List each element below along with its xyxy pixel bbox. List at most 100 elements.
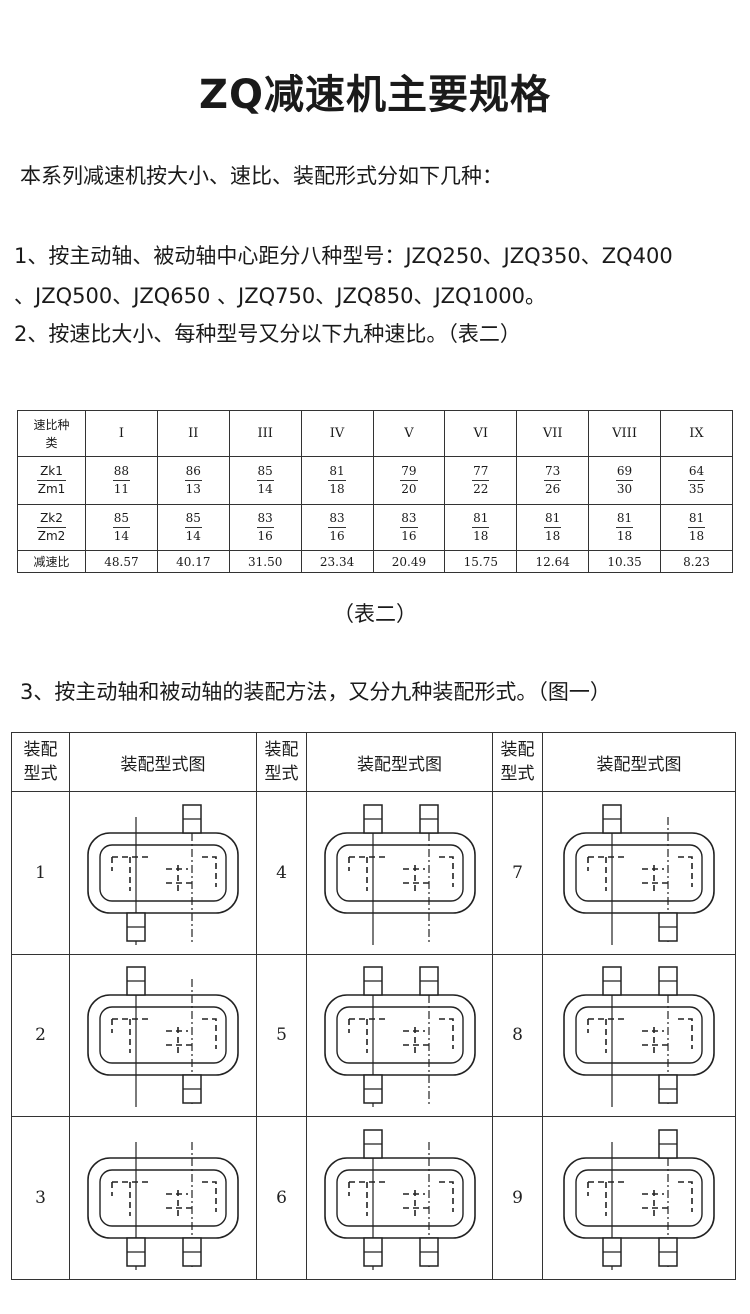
assembly-row: 1 4 7 — [11, 791, 736, 955]
zk2-value: 81 — [472, 510, 490, 528]
assembly-form-number: 1 — [11, 791, 70, 955]
zk1-value: 79 — [400, 463, 418, 481]
reduction-ratio-cell: 8.23 — [660, 550, 733, 573]
assembly-diagram-cell — [542, 791, 736, 955]
assembly-diagram-cell — [69, 953, 257, 1118]
item-1-line-2: 、JZQ500、JZQ650 、JZQ750、JZQ850、JZQ1000。 — [14, 284, 546, 308]
gearbox-diagram — [324, 966, 476, 1108]
zm1-value: 22 — [473, 482, 489, 496]
zk1-value: 85 — [256, 463, 274, 481]
table-caption: （表二） — [333, 602, 417, 626]
gearbox-diagram — [563, 804, 715, 945]
ratio-type-cell: V — [372, 410, 446, 457]
ratio-type-cell: IX — [660, 410, 733, 457]
reduction-ratio-cell: 20.49 — [372, 550, 446, 573]
zk2-value: 81 — [544, 510, 562, 528]
zk2-label: Zk2 — [36, 510, 67, 528]
zk2-value: 83 — [400, 510, 418, 528]
zk2-value: 83 — [256, 510, 274, 528]
ratio-type-cell: VIII — [588, 410, 661, 457]
zk2-value: 85 — [112, 510, 131, 528]
zm1-value: 11 — [113, 482, 130, 496]
gearbox-diagram — [87, 966, 239, 1108]
assembly-diagram-header: 装配型式图 — [542, 732, 736, 792]
assembly-form-number: 7 — [492, 791, 543, 955]
assembly-diagram-cell — [69, 791, 257, 955]
zm2-value: 14 — [113, 529, 130, 543]
ratio-type-cell: IV — [300, 410, 374, 457]
item-3-text: 3、按主动轴和被动轴的装配方法，又分九种装配形式。（图一） — [20, 680, 611, 704]
ratio-type-cell: VI — [444, 410, 518, 457]
assembly-form-number: 6 — [256, 1116, 307, 1280]
reduction-ratio-cell: 23.34 — [300, 550, 374, 573]
intro-text: 本系列减速机按大小、速比、装配形式分如下几种： — [20, 164, 503, 188]
assembly-form-header: 装配型式 — [11, 732, 70, 792]
zm1-value: 30 — [616, 482, 633, 496]
reduction-ratio-header: 减速比 — [17, 550, 86, 573]
ratio-type-cell: II — [156, 410, 230, 457]
zm1-value: 26 — [545, 482, 561, 496]
zk1-value: 88 — [112, 463, 131, 481]
assembly-diagram-cell — [306, 1116, 493, 1280]
reduction-ratio-cell: 48.57 — [85, 550, 158, 573]
zk2-value: 83 — [328, 510, 346, 528]
zm2-value: 16 — [257, 529, 273, 543]
zm2-value: 18 — [688, 529, 705, 543]
zm1-value: 14 — [257, 482, 273, 496]
zm1-label: Zm1 — [37, 482, 66, 496]
assembly-form-number: 8 — [492, 953, 543, 1118]
zm2-value: 18 — [545, 529, 561, 543]
assembly-form-header: 装配型式 — [492, 732, 543, 792]
reduction-ratio-cell: 15.75 — [444, 550, 518, 573]
assembly-form-number: 2 — [11, 953, 70, 1118]
ratio-type-cell: III — [228, 410, 302, 457]
assembly-diagram-header: 装配型式图 — [69, 732, 257, 792]
zm2-value: 18 — [616, 529, 633, 543]
gearbox-diagram — [87, 804, 239, 945]
assembly-diagram-header: 装配型式图 — [306, 732, 493, 792]
header-label-line-1: 速比种 — [33, 417, 70, 432]
zm2-label: Zm2 — [37, 529, 66, 543]
gearbox-diagram — [87, 1142, 239, 1271]
item-1-line-1: 1、按主动轴、被动轴中心距分八种型号：JZQ250、JZQ350、ZQ400 — [14, 244, 673, 268]
reduction-ratio-cell: 12.64 — [516, 550, 590, 573]
reduction-ratio-cell: 31.50 — [228, 550, 302, 573]
ratio-type-cell: VII — [516, 410, 590, 457]
zm1-value: 18 — [329, 482, 345, 496]
gearbox-diagram — [563, 1129, 715, 1271]
zk2-value: 81 — [615, 510, 634, 528]
header-label-line-2: 类 — [45, 435, 58, 450]
gearbox-diagram — [324, 1129, 476, 1271]
reduction-ratio-cell: 40.17 — [156, 550, 230, 573]
assembly-diagram-cell — [306, 791, 493, 955]
assembly-diagram-cell — [542, 953, 736, 1118]
assembly-form-number: 4 — [256, 791, 307, 955]
zk1-value: 81 — [328, 463, 346, 481]
zk1-label: Zk1 — [36, 463, 67, 481]
zk1-value: 77 — [472, 463, 490, 481]
zm2-value: 16 — [329, 529, 345, 543]
zk1-value: 73 — [544, 463, 562, 481]
page-title: ZQ减速机主要规格 — [198, 72, 551, 118]
